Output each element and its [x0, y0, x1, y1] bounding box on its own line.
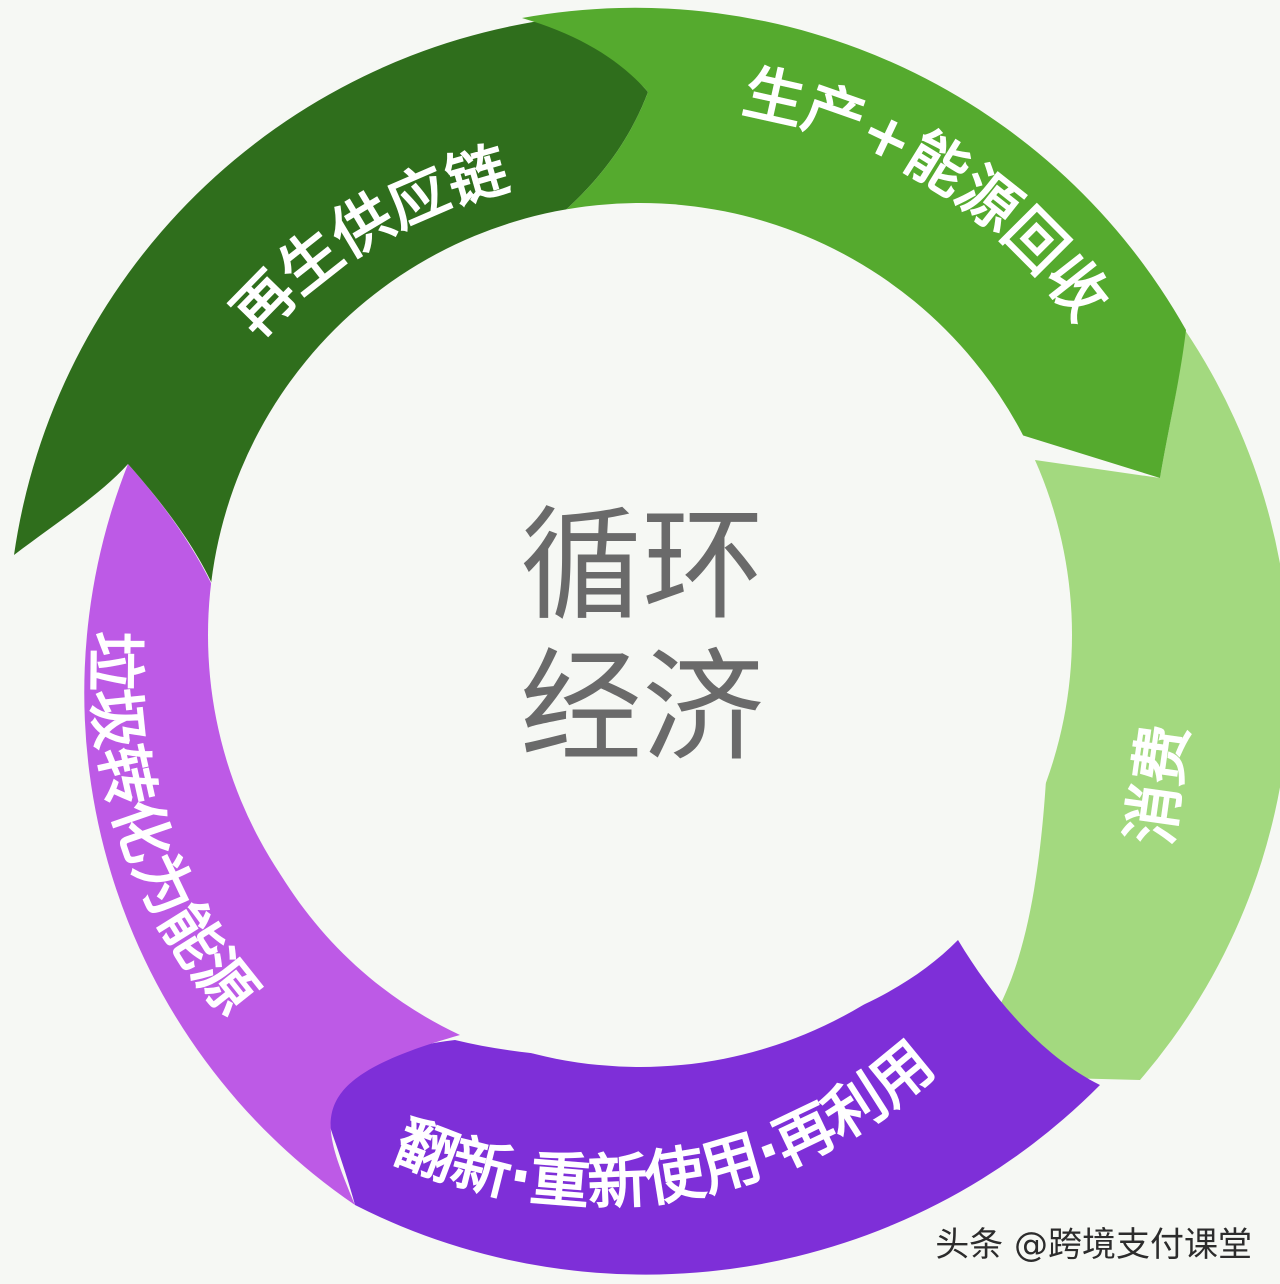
center-disc	[208, 203, 1072, 1067]
segment-production-energy-recovery	[522, 7, 1186, 478]
watermark: 头条 @跨境支付课堂	[935, 1225, 1252, 1265]
segment-regenerative-supply-chain	[14, 18, 648, 590]
segment-waste-to-energy	[84, 464, 460, 1205]
center-title-line1: 循环	[520, 495, 764, 637]
segment-refurbish	[316, 940, 1100, 1275]
label-consume: 消费	[1116, 720, 1202, 849]
center-title-line2: 经济	[520, 637, 764, 779]
